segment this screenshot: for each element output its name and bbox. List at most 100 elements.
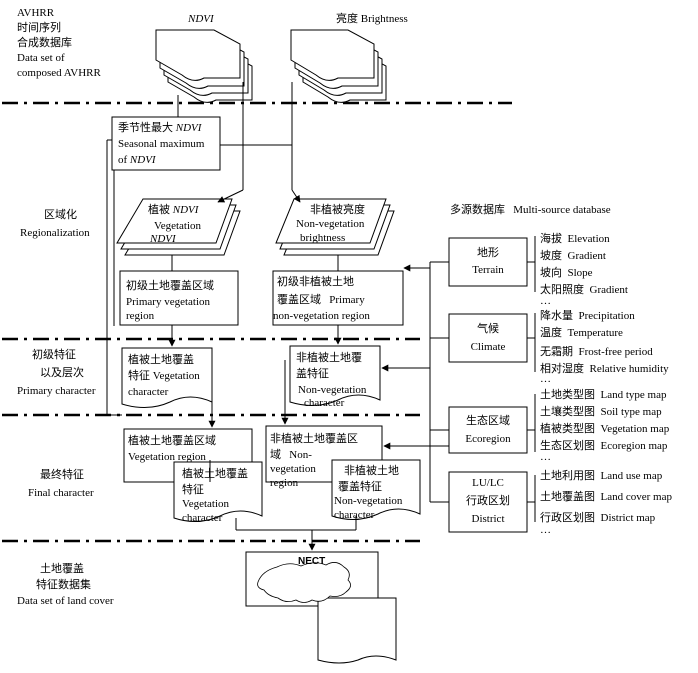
- terrain-item: 太阳照度 Gradient: [540, 284, 628, 296]
- ecoregion-item: 土地类型图 Land type map: [540, 389, 667, 401]
- landcover-zh1: 土地覆盖: [40, 563, 84, 575]
- brightness-stack: [290, 29, 387, 103]
- ndvi-stack: [155, 29, 253, 103]
- veg-ndvi-zh: 植被: [148, 204, 170, 216]
- source-label-2: 时间序列: [17, 22, 61, 34]
- regionalization-en: Regionalization: [20, 227, 90, 239]
- lulc-zh2: 行政区划: [466, 495, 510, 507]
- land-cover-map: [245, 551, 397, 664]
- nonveg-region-zh2: 域: [270, 449, 281, 461]
- source-label-1: AVHRR: [17, 7, 55, 19]
- ecoregion-zh: 生态区域: [466, 415, 510, 427]
- nonveg-region-zh1: 非植被土地覆盖区: [270, 433, 358, 445]
- final-en: Final character: [28, 487, 94, 499]
- lulc-item: 土地覆盖图 Land cover map: [540, 491, 672, 503]
- seasonal-en2: of: [118, 154, 128, 166]
- seasonal-en2b: NDVI: [129, 154, 156, 166]
- ecoregion-item: 土壤类型图 Soil type map: [540, 406, 662, 418]
- terrain-zh: 地形: [477, 247, 499, 259]
- veg-region-zh: 植被土地覆盖区域: [128, 435, 216, 447]
- nonveg-region-en2: vegetation: [270, 463, 316, 475]
- seasonal-en1: Seasonal maximum: [118, 138, 205, 150]
- final-zh: 最终特征: [40, 469, 84, 481]
- veg-final-zh1: 植被土地覆盖: [182, 468, 248, 480]
- brightness-label: 亮度 Brightness: [336, 13, 408, 25]
- veg-region-en: Vegetation region: [128, 451, 206, 463]
- nonveg-final-zh1: 非植被土地: [344, 465, 399, 477]
- lulc-item: 土地利用图 Land use map: [540, 470, 663, 482]
- primary-nonveg-region-box: [272, 270, 404, 326]
- nonveg-bright-en2: brightness: [300, 232, 346, 244]
- terrain-item: 坡向 Slope: [540, 267, 593, 279]
- climate-item: 降水量 Precipitation: [540, 310, 635, 322]
- primary-veg-zh: 初级土地覆盖区域: [126, 280, 214, 292]
- landcover-en: Data set of land cover: [17, 595, 114, 607]
- nonveg-char-zh2: 盖特征: [296, 368, 329, 380]
- china-outline-icon: [257, 562, 351, 603]
- nonveg-final-char-doc: [331, 459, 421, 520]
- multisource-title-en: Multi-source database: [513, 204, 611, 216]
- veg-char-zh1: 植被土地覆盖: [128, 354, 194, 366]
- nonveg-final-en2: character: [334, 509, 375, 521]
- lulc-item: 行政区划图 District map: [540, 512, 656, 524]
- nonveg-bright-zh: 非植被亮度: [310, 204, 365, 216]
- multisource-title: 多源数据库: [450, 204, 505, 216]
- ecoregion-item: 生态区划图 Ecoregion map: [540, 440, 668, 452]
- regionalization-zh: 区域化: [44, 209, 77, 221]
- primary-veg-en1: Primary vegetation: [126, 296, 211, 308]
- veg-char-zh2: 特征: [128, 370, 150, 382]
- veg-final-zh2: 特征: [182, 484, 204, 496]
- nonveg-region-en1: Non-: [289, 449, 312, 461]
- ellipsis: …: [540, 451, 551, 463]
- nonveg-char-doc: [289, 345, 381, 406]
- seasonal-ndvi: NDVI: [175, 122, 202, 134]
- veg-ndvi-en: Vegetation: [154, 220, 202, 232]
- terrain-en: Terrain: [472, 264, 504, 276]
- terrain-item: 海拔 Elevation: [540, 233, 610, 245]
- ellipsis: …: [540, 373, 551, 385]
- climate-item: 无霜期 Frost-free period: [540, 346, 653, 358]
- ecoregion-en: Ecoregion: [465, 433, 511, 445]
- ecoregion-box: [448, 406, 528, 454]
- veg-char-en2: character: [128, 386, 169, 398]
- documents: [121, 345, 421, 522]
- nonveg-char-en1: Non-vegetation: [298, 384, 367, 396]
- nonveg-char-zh1: 非植被土地覆: [296, 352, 362, 364]
- climate-item: 温度 Temperature: [540, 327, 623, 339]
- primary-zh2: 以及层次: [40, 367, 84, 379]
- veg-char-en1: Vegetation: [152, 370, 200, 382]
- source-label-3: 合成数据库: [17, 37, 72, 49]
- terrain-item: 坡度 Gradient: [540, 250, 606, 262]
- terrain-box: [448, 237, 528, 287]
- seasonal-zh: 季节性最大: [118, 122, 173, 134]
- ellipsis: …: [540, 524, 551, 536]
- ndvi-label: NDVI: [188, 13, 214, 25]
- nonveg-bright-en1: Non-vegetation: [296, 218, 365, 230]
- primary-veg-en2: region: [126, 310, 155, 322]
- primary-nonveg-en: non-vegetation region: [273, 310, 370, 322]
- veg-final-char-doc: [173, 461, 263, 522]
- veg-ndvi-2: NDVI: [150, 233, 176, 245]
- primary-nonveg-en0: Primary: [329, 294, 365, 306]
- primary-nonveg-zh1: 初级非植被土地: [277, 276, 354, 288]
- lulc-en: District: [471, 513, 505, 525]
- veg-final-en2: character: [182, 512, 223, 524]
- primary-veg-region-box: [119, 270, 239, 326]
- ecoregion-item: 植被类型图 Vegetation map: [540, 423, 670, 435]
- nonveg-region-en3: region: [270, 477, 299, 489]
- landcover-zh2: 特征数据集: [36, 579, 91, 591]
- climate-item: 相对湿度 Relative humidity: [540, 363, 669, 375]
- stage-separators: [2, 101, 512, 543]
- veg-ndvi-stack: [116, 198, 241, 256]
- primary-en: Primary character: [17, 385, 96, 397]
- veg-char-doc: [121, 347, 213, 408]
- lulc-zh: LU/LC: [472, 477, 504, 489]
- climate-en: Climate: [470, 341, 506, 353]
- lulc-box: [448, 471, 528, 533]
- nonveg-brightness-stack: [275, 198, 395, 256]
- climate-box: [448, 313, 528, 363]
- seasonal-box: [111, 116, 221, 171]
- connectors: [106, 82, 449, 551]
- climate-zh: 气候: [477, 323, 499, 335]
- primary-nonveg-zh2: 覆盖区域: [277, 294, 321, 306]
